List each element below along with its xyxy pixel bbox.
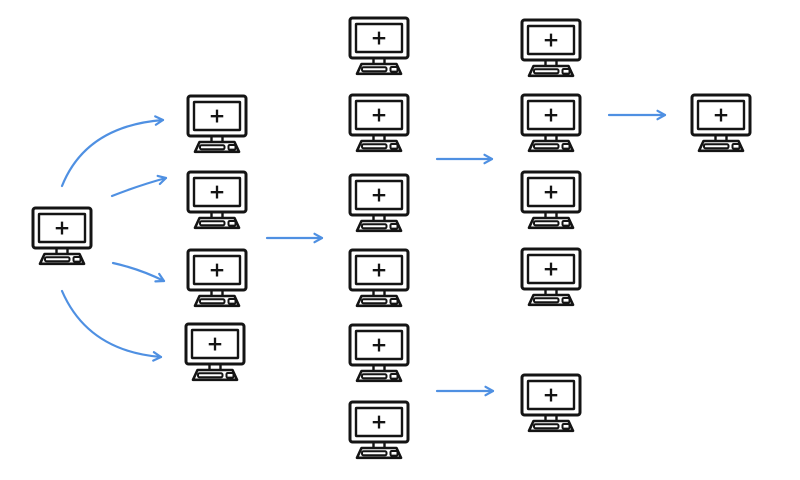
arrow-fan-out-1: [60, 115, 165, 188]
computer-node-stage-3-3: [348, 173, 410, 233]
computer-node-stage-5-1: [690, 93, 752, 153]
arrow-fan-out-2: [110, 174, 168, 198]
computer-node-stage-3-5: [348, 323, 410, 383]
computer-node-stage-4-5: [520, 373, 582, 433]
computer-node-stage-1-1: [31, 206, 93, 266]
computer-node-stage-4-4: [520, 247, 582, 307]
computer-node-stage-4-1: [520, 18, 582, 78]
computer-node-stage-4-3: [520, 170, 582, 230]
computer-node-stage-2-1: [186, 94, 248, 154]
arrow-fan-out-3: [111, 261, 166, 283]
computer-node-stage-3-2: [348, 93, 410, 153]
computer-node-stage-2-3: [186, 248, 248, 308]
computer-node-stage-4-2: [520, 93, 582, 153]
computer-node-stage-3-4: [348, 248, 410, 308]
computer-node-stage-3-1: [348, 16, 410, 76]
nodes-layer: [31, 16, 752, 460]
arrow-fan-out-4: [60, 289, 163, 362]
arrows-layer: [60, 109, 667, 397]
computer-node-stage-2-2: [186, 170, 248, 230]
computer-node-stage-2-4: [184, 322, 246, 382]
computer-node-stage-3-6: [348, 400, 410, 460]
